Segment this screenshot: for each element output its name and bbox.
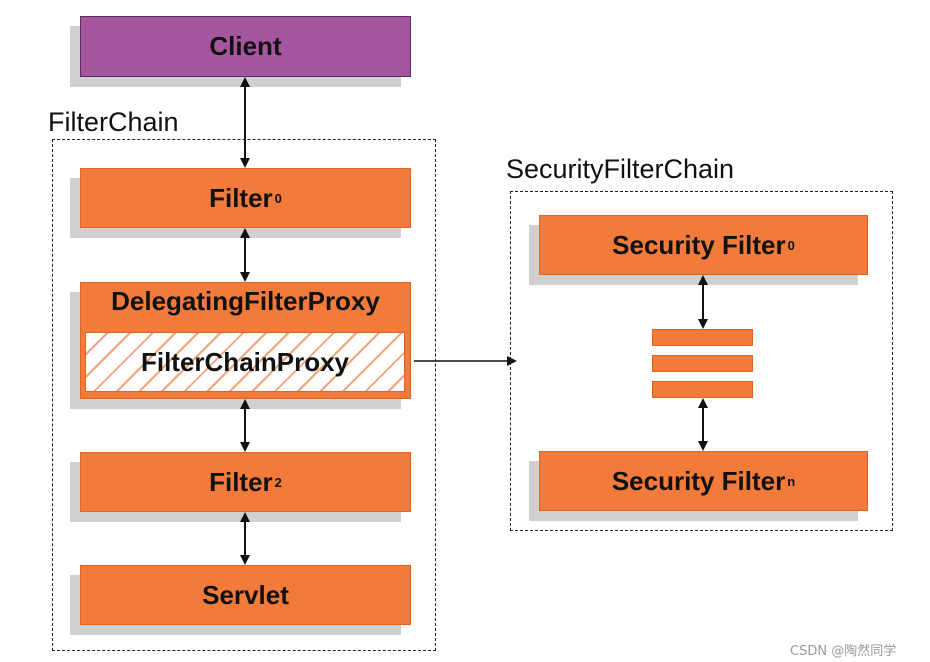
client-box: Client bbox=[80, 16, 411, 77]
ellipsis-bar-3 bbox=[652, 381, 753, 398]
filter2-subscript: 2 bbox=[274, 474, 282, 490]
delegating-filter-proxy-label: DelegatingFilterProxy bbox=[111, 286, 380, 316]
servlet-box: Servlet bbox=[80, 565, 411, 625]
security-filter-chain-title: SecurityFilterChain bbox=[506, 154, 735, 184]
filter0-label: Filter bbox=[209, 182, 273, 213]
filter-chain-proxy-box: FilterChainProxy bbox=[85, 332, 405, 392]
security-filtern-subscript: n bbox=[787, 473, 796, 489]
security-filtern-label: Security Filter bbox=[611, 465, 786, 496]
client-label: Client bbox=[209, 31, 282, 61]
watermark: CSDN @陶然同学 bbox=[790, 644, 897, 659]
filter-chain-title: FilterChain bbox=[48, 107, 179, 137]
security-filter0-label: Security Filter bbox=[612, 229, 786, 260]
filter-chain-proxy-label: FilterChainProxy bbox=[140, 346, 350, 377]
filter0-subscript: 0 bbox=[274, 190, 282, 206]
servlet-label: Servlet bbox=[202, 579, 289, 610]
ellipsis-bar-2 bbox=[652, 355, 753, 372]
security-filter0-subscript: 0 bbox=[787, 237, 795, 253]
ellipsis-bar-1 bbox=[652, 329, 753, 346]
filter2-label: Filter bbox=[209, 466, 273, 497]
